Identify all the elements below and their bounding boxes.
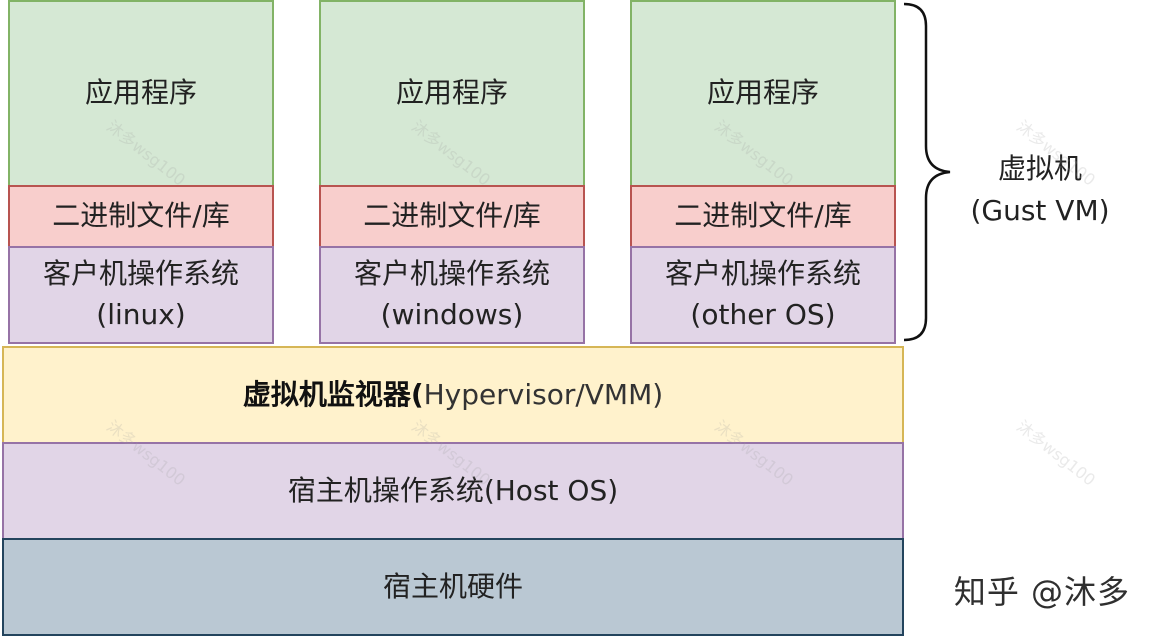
vm2-os-line1: 客户机操作系统 <box>353 257 550 291</box>
hypervisor-label-bold: 虚拟机监视器( <box>242 377 424 411</box>
hardware-label: 宿主机硬件 <box>382 569 523 603</box>
vm2-lib-box: 二进制文件/库 <box>319 185 585 248</box>
vm2-os-line2: (windows) <box>380 298 524 331</box>
brand-watermark: 知乎 @沐多 <box>953 573 1130 611</box>
vm-label: 虚拟机 (Gust VM) <box>955 148 1125 232</box>
hypervisor-label-rest: Hypervisor/VMM) <box>423 377 664 411</box>
host-os-label: 宿主机操作系统(Host OS) <box>287 473 619 507</box>
vm1-app-label: 应用程序 <box>84 76 197 110</box>
vm3-lib-label: 二进制文件/库 <box>674 199 852 233</box>
vm-label-line1: 虚拟机 <box>997 152 1082 185</box>
vm3-app-box: 应用程序 <box>630 0 896 187</box>
vm1-lib-box: 二进制文件/库 <box>8 185 274 248</box>
vm1-os-line2: (linux) <box>96 298 186 331</box>
vm2-lib-label: 二进制文件/库 <box>363 199 541 233</box>
hypervisor-label: 虚拟机监视器(Hypervisor/VMM) <box>243 375 663 416</box>
vm2-guest-os-box: 客户机操作系统 (windows) <box>319 246 585 344</box>
vm1-app-box: 应用程序 <box>8 0 274 187</box>
vm2-app-label: 应用程序 <box>395 76 508 110</box>
vm3-guest-os-box: 客户机操作系统 (other OS) <box>630 246 896 344</box>
vm1-guest-os-box: 客户机操作系统 (linux) <box>8 246 274 344</box>
vm3-os-line2: (other OS) <box>690 298 836 331</box>
vm3-os-line1: 客户机操作系统 <box>664 257 861 291</box>
host-os-box: 宿主机操作系统(Host OS) <box>2 442 904 540</box>
vm-brace-icon <box>903 2 951 342</box>
vm3-app-label: 应用程序 <box>706 76 819 110</box>
hardware-box: 宿主机硬件 <box>2 538 904 636</box>
vm-label-line2: (Gust VM) <box>970 194 1110 227</box>
watermark: 沐多wsg100 <box>1013 416 1100 490</box>
vm1-os-line1: 客户机操作系统 <box>42 257 239 291</box>
vm3-lib-box: 二进制文件/库 <box>630 185 896 248</box>
vm1-lib-label: 二进制文件/库 <box>52 199 230 233</box>
